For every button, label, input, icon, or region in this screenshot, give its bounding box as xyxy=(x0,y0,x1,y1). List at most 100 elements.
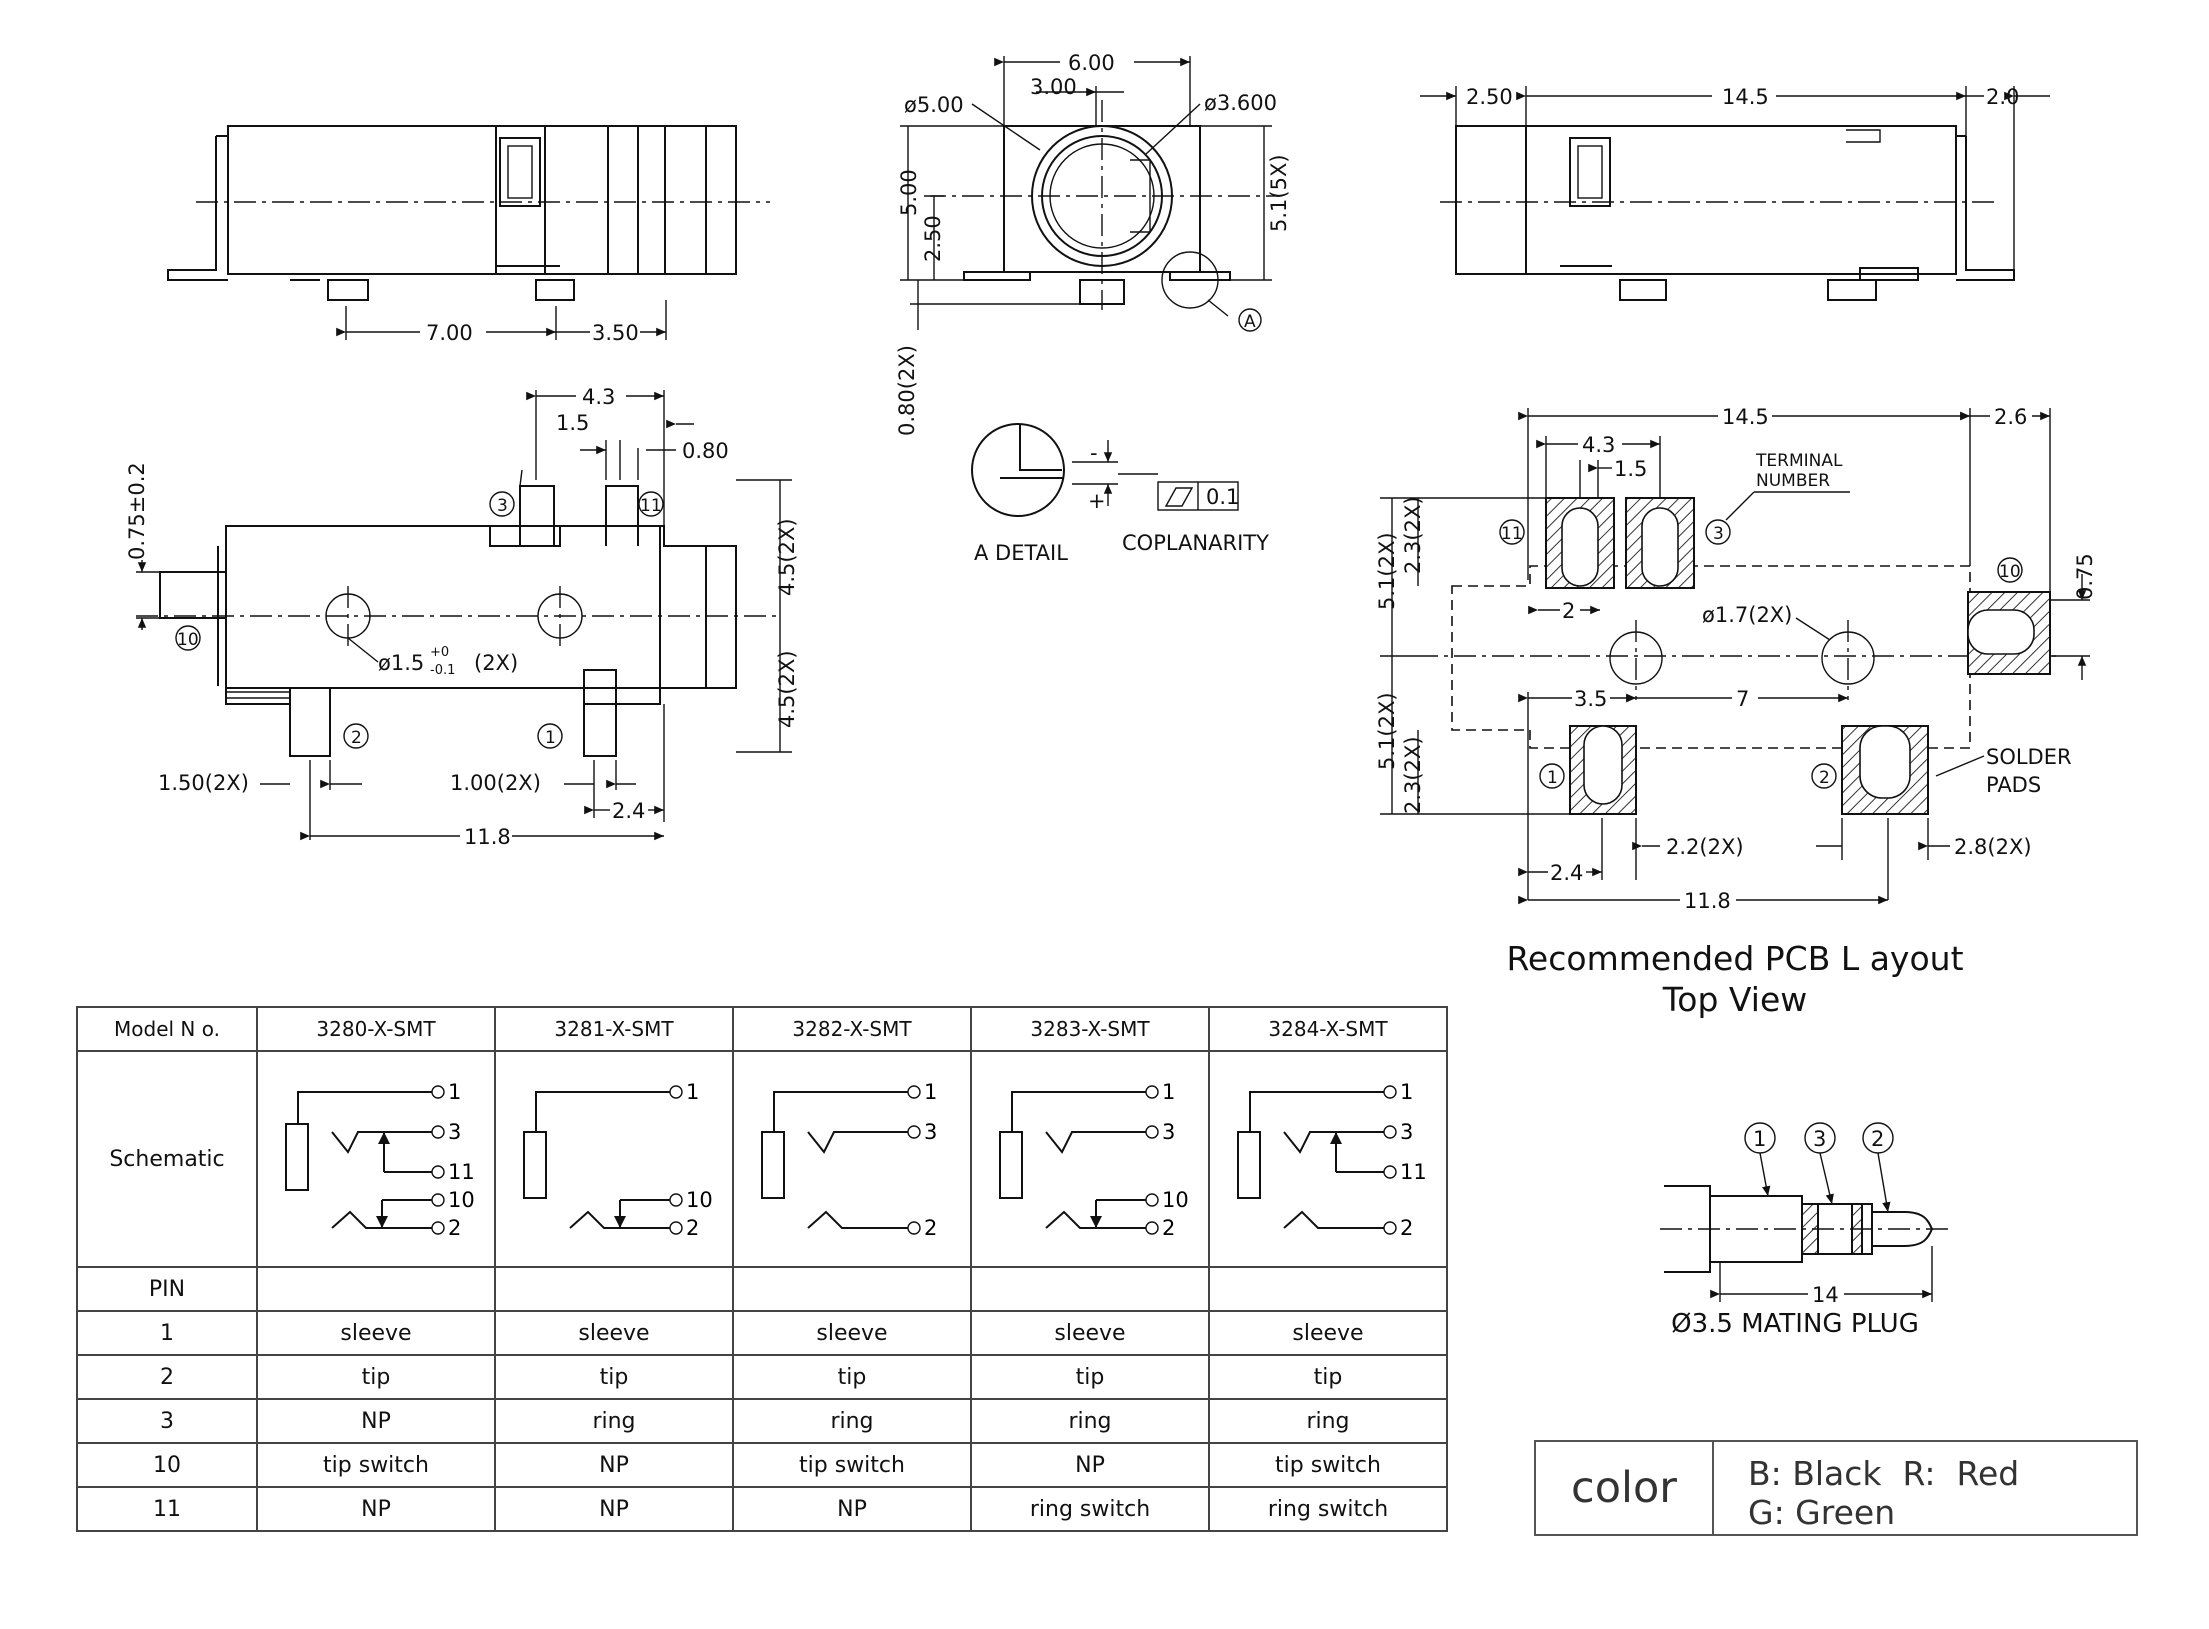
pcb-title-line2: Top View xyxy=(1662,980,1808,1019)
pin-10-label: 10 xyxy=(686,1188,713,1212)
pin-function: tip xyxy=(256,1354,496,1400)
table-row: 3 NP ring ring ring ring xyxy=(76,1398,1448,1444)
model-name: 3280-X-SMT xyxy=(256,1006,496,1052)
model-name: 3284-X-SMT xyxy=(1208,1006,1448,1052)
pin-callout-10: 10 xyxy=(177,630,199,650)
dim-hole-d1-5: ø1.5 xyxy=(378,651,424,675)
pin-function: tip xyxy=(970,1354,1210,1400)
color-legend-box: color B: Black R: Red G: Green xyxy=(1534,1440,2138,1536)
pcb-layout-title: Recommended PCB L ayout Top View xyxy=(1430,938,2040,1020)
pin-11-label: 11 xyxy=(1400,1160,1427,1184)
detail-minus: - xyxy=(1090,441,1098,465)
pcb-dim-d1-7: ø1.7(2X) xyxy=(1702,603,1792,627)
pin-callout-3: 3 xyxy=(497,496,508,516)
pin-callout-2: 2 xyxy=(351,728,362,748)
pin-3-label: 3 xyxy=(924,1120,937,1144)
dim-d5-00: ø5.00 xyxy=(904,93,964,117)
pin-function: sleeve xyxy=(732,1310,972,1356)
pcb-pin-10: 10 xyxy=(1999,562,2021,582)
pin-2-label: 2 xyxy=(686,1216,699,1240)
dim-5-00: 5.00 xyxy=(897,169,921,216)
model-spec-table: Model N o. 3280-X-SMT 3281-X-SMT 3282-X-… xyxy=(76,1006,1448,1532)
pin-2-label: 2 xyxy=(448,1216,461,1240)
schematic-cell: 1 3 2 xyxy=(732,1050,972,1268)
table-row: 1 sleeve sleeve sleeve sleeve sleeve xyxy=(76,1310,1448,1356)
pin-10-label: 10 xyxy=(1162,1188,1189,1212)
pcb-dim-7: 7 xyxy=(1736,687,1749,711)
pcb-dim-2-4: 2.4 xyxy=(1550,861,1583,885)
schematic-3282: 1 3 2 xyxy=(761,1080,937,1240)
table-row: 11 NP NP NP ring switch ring switch xyxy=(76,1486,1448,1532)
dim-7-00: 7.00 xyxy=(426,321,473,345)
pcb-pin-2: 2 xyxy=(1819,768,1830,788)
pin-function: tip xyxy=(1208,1354,1448,1400)
pcb-dim-2: 2 xyxy=(1562,599,1575,623)
dim-hole-count: (2X) xyxy=(474,651,518,675)
pin-function: NP xyxy=(256,1398,496,1444)
pin-2-label: 2 xyxy=(924,1216,937,1240)
pcb-title-line1: Recommended PCB L ayout xyxy=(1506,939,1964,978)
detail-plus: + xyxy=(1088,489,1106,513)
callout-a: A xyxy=(1244,312,1256,332)
a-detail: - + 0.1 A DETAIL COPLANARITY xyxy=(971,423,1269,565)
pin-function: NP xyxy=(494,1442,734,1488)
schematic-row: Schematic 1 3 11 10 xyxy=(76,1050,1448,1268)
pcb-dim-2-3-b: 2.3(2X) xyxy=(1401,736,1425,814)
dim-0-80-2x: 0.80(2X) xyxy=(895,345,919,436)
pin-callout-1: 1 xyxy=(545,728,556,748)
pcb-dim-3-5: 3.5 xyxy=(1574,687,1607,711)
pin-1-label: 1 xyxy=(1162,1080,1175,1104)
pcb-dim-2-8-2x: 2.8(2X) xyxy=(1954,835,2032,859)
plug-callout-1: 1 xyxy=(1753,1127,1766,1151)
pin-header-row: PIN xyxy=(76,1266,1448,1312)
table-row: 2 tip tip tip tip tip xyxy=(76,1354,1448,1400)
pcb-dim-2-2-2x: 2.2(2X) xyxy=(1666,835,1744,859)
schematic-cell: 1 3 11 2 xyxy=(1208,1050,1448,1268)
dim-1-00-2x: 1.00(2X) xyxy=(450,771,541,795)
pin-10-label: 10 xyxy=(448,1188,475,1212)
dim-1-5-side: 1.5 xyxy=(556,411,589,435)
schematic-cell: 1 3 10 2 xyxy=(970,1050,1210,1268)
pin-callout-11: 11 xyxy=(640,496,662,516)
pcb-dim-11-8: 11.8 xyxy=(1684,889,1731,913)
schematic-header: Schematic xyxy=(76,1050,258,1268)
model-name: 3283-X-SMT xyxy=(970,1006,1210,1052)
pin-2-label: 2 xyxy=(1400,1216,1413,1240)
pcb-pin-1: 1 xyxy=(1547,768,1558,788)
front-view: A 6.00 3.00 ø5.00 ø3.600 5.00 2.50 5.1(5… xyxy=(895,51,1291,436)
color-line-1: B: Black R: Red xyxy=(1748,1454,2020,1493)
dim-2-4-side: 2.4 xyxy=(612,799,645,823)
pin-1-label: 1 xyxy=(686,1080,699,1104)
dim-d3-600: ø3.600 xyxy=(1204,91,1277,115)
side-view-top-right: 2.50 14.5 2.0 xyxy=(1420,85,2050,301)
a-detail-label: A DETAIL xyxy=(974,541,1068,565)
pin-function: ring switch xyxy=(970,1486,1210,1532)
pin-function: sleeve xyxy=(970,1310,1210,1356)
pcb-dim-5-1-a: 5.1(2X) xyxy=(1375,532,1399,610)
pcb-pin-11: 11 xyxy=(1501,524,1523,544)
model-name: 3282-X-SMT xyxy=(732,1006,972,1052)
dim-hole-tol-down: -0.1 xyxy=(430,663,455,678)
dim-2-0: 2.0 xyxy=(1986,85,2019,109)
dim-0-80-side: 0.80 xyxy=(682,439,729,463)
pcb-dim-1-5: 1.5 xyxy=(1614,457,1647,481)
plug-callout-2: 2 xyxy=(1871,1127,1884,1151)
pin-number: 1 xyxy=(76,1310,258,1356)
pin-1-label: 1 xyxy=(1400,1080,1413,1104)
dim-3-50: 3.50 xyxy=(592,321,639,345)
model-no-header: Model N o. xyxy=(76,1006,258,1052)
mating-plug: 1 3 2 14 xyxy=(1660,1122,1950,1307)
pin-function: sleeve xyxy=(1208,1310,1448,1356)
color-line-2: G: Green xyxy=(1748,1493,1896,1532)
pin-function: sleeve xyxy=(256,1310,496,1356)
terminal-label-line1: TERMINAL xyxy=(1755,451,1843,471)
pcb-layout: 14.5 2.6 4.3 1.5 TERMINAL NUMBER 3 11 10… xyxy=(1375,405,2097,913)
dim-4-3-side: 4.3 xyxy=(582,385,615,409)
solder-label-line2: PADS xyxy=(1986,773,2041,797)
table-header-row: Model N o. 3280-X-SMT 3281-X-SMT 3282-X-… xyxy=(76,1006,1448,1052)
pcb-dim-2-6: 2.6 xyxy=(1994,405,2027,429)
dim-5-1-5x: 5.1(5X) xyxy=(1267,154,1291,232)
dim-1-50-2x: 1.50(2X) xyxy=(158,771,249,795)
pin-number: 3 xyxy=(76,1398,258,1444)
